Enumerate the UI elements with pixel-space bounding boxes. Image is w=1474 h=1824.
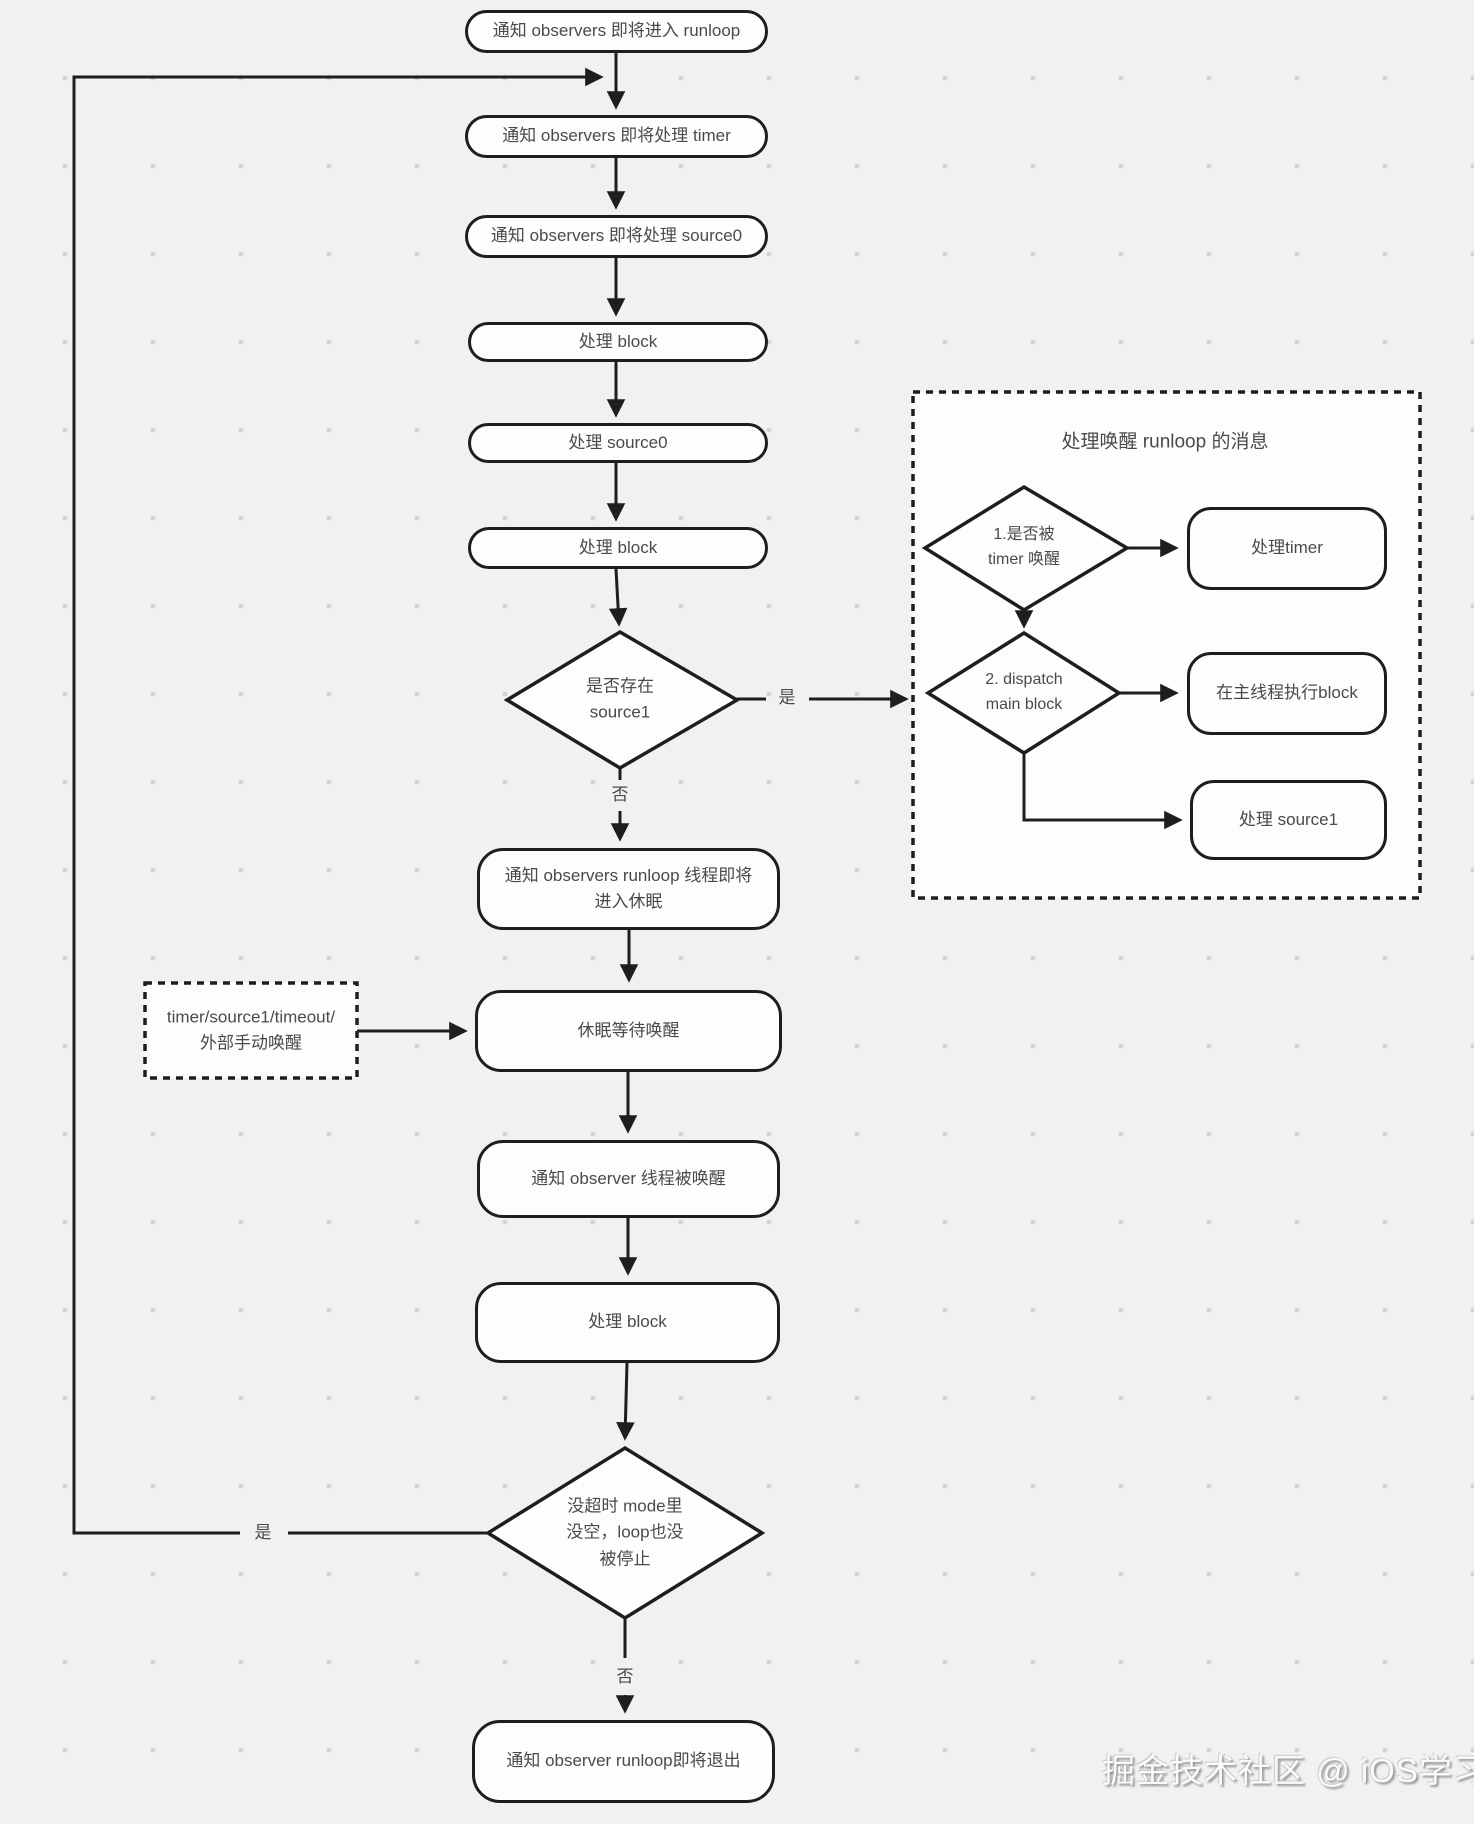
connector-loopback-main xyxy=(72,67,604,1535)
node-handle-source1: 处理 source1 xyxy=(1190,780,1387,860)
node-label: 处理timer xyxy=(1251,538,1323,558)
connector-dispatch-to-source1 xyxy=(1022,753,1183,830)
connector-block2-to-decision xyxy=(608,568,628,627)
node-exec-main-block: 在主线程执行block xyxy=(1187,652,1387,735)
decision-has-source1-label: 是否存在 source1 xyxy=(586,674,654,727)
wake-sources-line: 外部手动唤醒 xyxy=(200,1034,302,1053)
node-label: 通知 observer 线程被唤醒 xyxy=(531,1168,726,1188)
node-handle-block-1: 处理 block xyxy=(468,322,768,362)
decision-is-timer-label: 1.是否被 timer 唤醒 xyxy=(988,523,1060,573)
decision-line: 是否存在 xyxy=(586,676,654,696)
decision-loop-continue-diamond xyxy=(484,1445,766,1621)
decision-line: 1.是否被 xyxy=(993,526,1055,544)
node-notify-handle-timer: 通知 observers 即将处理 timer xyxy=(465,115,768,158)
decision-line: main block xyxy=(985,696,1063,713)
edge-label-yes-source1: 是 xyxy=(778,687,796,707)
decision-has-source1-diamond xyxy=(503,629,741,771)
node-label: 休眠等待唤醒 xyxy=(577,1020,680,1040)
decision-dispatch-label: 2. dispatch main block xyxy=(985,668,1062,718)
node-line: 通知 observers runloop 线程即将 xyxy=(504,865,753,885)
node-label: 通知 observer runloop即将退出 xyxy=(506,1751,741,1771)
node-notify-about-to-sleep: 通知 observers runloop 线程即将 进入休眠 xyxy=(477,848,780,930)
node-label: 在主线程执行block xyxy=(1216,683,1358,703)
edge-label-yes-loopback: 是 xyxy=(254,1522,272,1542)
node-handle-block-3: 处理 block xyxy=(475,1282,780,1363)
node-label: 处理 source0 xyxy=(568,432,668,452)
wake-panel-title: 处理唤醒 runloop 的消息 xyxy=(1061,431,1269,453)
node-notify-exit-runloop: 通知 observer runloop即将退出 xyxy=(472,1720,775,1803)
node-label: 通知 observers 即将处理 timer xyxy=(502,126,731,146)
wake-sources-line: timer/source1/timeout/ xyxy=(166,1007,336,1027)
wake-sources-label: timer/source1/timeout/ 外部手动唤醒 xyxy=(167,1005,335,1058)
decision-line: 被停止 xyxy=(599,1549,651,1569)
node-notify-thread-awake: 通知 observer 线程被唤醒 xyxy=(477,1140,780,1218)
node-label: 处理 block xyxy=(578,537,658,557)
edge-label-no-source1: 否 xyxy=(611,784,629,804)
node-label: 通知 observers 即将进入 runloop xyxy=(492,21,741,41)
decision-line: source1 xyxy=(589,703,651,722)
edge-label-no-exit: 否 xyxy=(616,1666,634,1686)
node-label: 处理 source1 xyxy=(1238,809,1339,829)
node-label: 处理 block xyxy=(588,1312,667,1332)
decision-line: timer 唤醒 xyxy=(987,551,1061,568)
watermark-text: 掘金技术社区 @ iOS学习社区 xyxy=(1102,1752,1474,1789)
node-handle-timer: 处理timer xyxy=(1187,507,1387,590)
node-label: 处理 block xyxy=(578,331,658,351)
node-notify-handle-source0: 通知 observers 即将处理 source0 xyxy=(465,215,768,258)
decision-line: 2. dispatch xyxy=(985,671,1063,689)
node-sleep-wait-wakeup: 休眠等待唤醒 xyxy=(475,990,782,1072)
decision-loop-continue-label: 没超时 mode里 没空，loop也没 被停止 xyxy=(566,1493,683,1572)
decision-line: 没超时 mode里 xyxy=(567,1496,683,1516)
node-line: 进入休眠 xyxy=(594,892,663,911)
connector-block3-to-loopcheck xyxy=(616,1362,635,1441)
node-handle-source0: 处理 source0 xyxy=(468,423,768,463)
wake-sources-dashed-box xyxy=(143,981,359,1080)
decision-dispatch-diamond xyxy=(924,630,1123,756)
node-notify-enter-runloop: 通知 observers 即将进入 runloop xyxy=(465,10,768,53)
decision-line: 没空，loop也没 xyxy=(566,1522,684,1542)
decision-is-timer-diamond xyxy=(921,484,1131,613)
node-handle-block-2: 处理 block xyxy=(468,527,768,569)
node-label: 通知 observers 即将处理 source0 xyxy=(490,226,743,246)
